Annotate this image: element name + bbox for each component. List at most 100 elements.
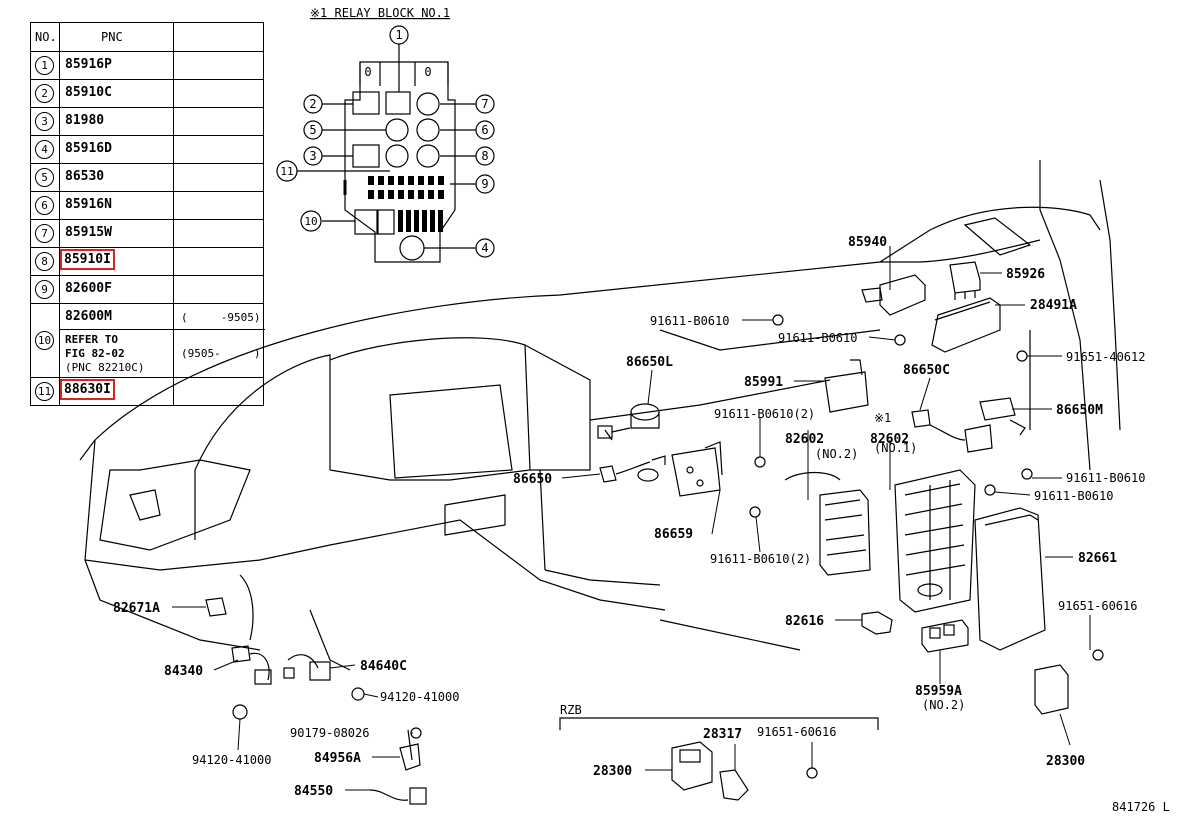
component-82602-no2	[819, 489, 871, 576]
relay-callout-10: 10	[304, 215, 317, 228]
relay-callout-4: 4	[481, 241, 488, 255]
label-84340[interactable]: 84340	[164, 664, 203, 679]
row-pnc[interactable]: 85910C	[65, 85, 112, 100]
label-82661[interactable]: 82661	[1078, 551, 1117, 566]
label-85940[interactable]: 85940	[848, 235, 887, 250]
row-number: 2	[35, 84, 54, 103]
label-82671a[interactable]: 82671A	[113, 601, 160, 616]
label-91651-60616-b[interactable]: 91651-60616	[757, 725, 836, 739]
label-no1: (NO.1)	[874, 441, 917, 455]
label-91611-b0610-c[interactable]: 91611-B0610	[1066, 471, 1145, 485]
label-91651-40612[interactable]: 91651-40612	[1066, 350, 1145, 364]
label-28317[interactable]: 28317	[703, 727, 742, 742]
relay-callout-7: 7	[481, 97, 488, 111]
row-pnc[interactable]: 85915W	[65, 225, 112, 240]
row-pnc[interactable]: 85916D	[65, 141, 112, 156]
label-28491a[interactable]: 28491A	[1030, 298, 1077, 313]
label-91651-60616-a[interactable]: 91651-60616	[1058, 599, 1137, 613]
rzb-bracket	[559, 717, 879, 730]
component-82671a	[205, 597, 227, 617]
label-85991[interactable]: 85991	[744, 375, 783, 390]
label-91611-b0610-2b[interactable]: 91611-B0610(2)	[710, 552, 811, 566]
label-86659[interactable]: 86659	[654, 527, 693, 542]
row-number: 6	[35, 196, 54, 215]
row-pnc-note: (PNC 82210C)	[65, 361, 145, 374]
label-86650[interactable]: 86650	[513, 472, 552, 487]
row-pnc-note: FIG 82-02	[65, 347, 125, 360]
component-84550	[369, 787, 427, 805]
label-rzb: RZB	[560, 703, 582, 717]
component-85959a	[921, 619, 969, 653]
component-85991	[824, 359, 869, 413]
component-85926	[949, 261, 981, 300]
row-number: 11	[35, 382, 54, 401]
component-86650c-86650m	[911, 397, 1026, 453]
table-row: 11 88630I	[31, 377, 263, 405]
label-28300-right[interactable]: 28300	[1046, 754, 1085, 769]
label-86650l[interactable]: 86650L	[626, 355, 673, 370]
label-82602-no2[interactable]: 82602	[785, 432, 824, 447]
label-91611-b0610-a[interactable]: 91611-B0610	[650, 314, 729, 328]
component-86650	[599, 455, 666, 483]
row-number: 4	[35, 140, 54, 159]
row-pnc[interactable]: 81980	[65, 113, 105, 128]
relay-block-drawing	[343, 61, 456, 263]
row-number: 1	[35, 56, 54, 75]
row-number: 8	[35, 252, 54, 271]
label-85926[interactable]: 85926	[1006, 267, 1045, 282]
label-94120-41000-a[interactable]: 94120-41000	[380, 690, 459, 704]
label-86650c[interactable]: 86650C	[903, 363, 950, 378]
table-row: 10 82600M ( -9505) REFER TO FIG 82-02 (P…	[31, 303, 265, 378]
relay-callout-11: 11	[280, 165, 293, 178]
header-no: NO.	[35, 30, 57, 44]
table-divider	[173, 23, 174, 405]
label-86650m[interactable]: 86650M	[1056, 403, 1103, 418]
label-85959a[interactable]: 85959A	[915, 684, 962, 699]
row-pnc[interactable]: 86530	[65, 169, 105, 184]
row-number: 5	[35, 168, 54, 187]
label-84956a[interactable]: 84956A	[314, 751, 361, 766]
relay-callout-3: 3	[309, 149, 316, 163]
row-number: 9	[35, 280, 54, 299]
row-pnc-highlighted[interactable]: 85910I	[60, 249, 115, 270]
label-82616[interactable]: 82616	[785, 614, 824, 629]
label-82602-no1[interactable]: 82602	[870, 432, 909, 447]
row-pnc[interactable]: 82600F	[65, 281, 112, 296]
label-mark1: ※1	[874, 411, 891, 425]
component-84340	[231, 645, 272, 720]
component-28491a	[931, 297, 1001, 353]
table-row: 4 85916D	[31, 135, 263, 164]
label-28300-left[interactable]: 28300	[593, 764, 632, 779]
table-row: 7 85915W	[31, 219, 263, 248]
relay-callout-6: 6	[481, 123, 488, 137]
relay-zero-right: 0	[424, 65, 431, 79]
component-86659	[671, 441, 723, 497]
table-row: 9 82600F	[31, 275, 263, 304]
row-pnc[interactable]: 85916N	[65, 197, 112, 212]
label-94120-41000-b[interactable]: 94120-41000	[192, 753, 271, 767]
component-28317	[719, 769, 749, 801]
label-84550[interactable]: 84550	[294, 784, 333, 799]
label-91611-b0610-b[interactable]: 91611-B0610	[778, 331, 857, 345]
component-82602-no1	[894, 469, 976, 613]
label-84640c[interactable]: 84640C	[360, 659, 407, 674]
relay-callout-circles	[276, 25, 495, 258]
table-row: 2 85910C	[31, 79, 263, 108]
table-row: 6 85916N	[31, 191, 263, 220]
row-pnc[interactable]: 82600M	[65, 309, 112, 324]
relay-callout-5: 5	[309, 123, 316, 137]
row-pnc-note: REFER TO	[65, 333, 118, 346]
label-90179-08026[interactable]: 90179-08026	[290, 726, 369, 740]
component-82661	[974, 507, 1046, 651]
component-84956a	[399, 729, 421, 771]
table-row: 8 85910I	[31, 247, 263, 276]
header-pnc: PNC	[101, 30, 123, 44]
row-split-line	[59, 329, 265, 330]
label-91611-b0610-d[interactable]: 91611-B0610	[1034, 489, 1113, 503]
component-28300-left	[671, 741, 713, 791]
row-remark: (9505- )	[181, 347, 261, 360]
table-row: 3 81980	[31, 107, 263, 136]
label-91611-b0610-2a[interactable]: 91611-B0610(2)	[714, 407, 815, 421]
row-pnc-highlighted[interactable]: 88630I	[60, 379, 115, 400]
row-pnc[interactable]: 85916P	[65, 57, 112, 72]
